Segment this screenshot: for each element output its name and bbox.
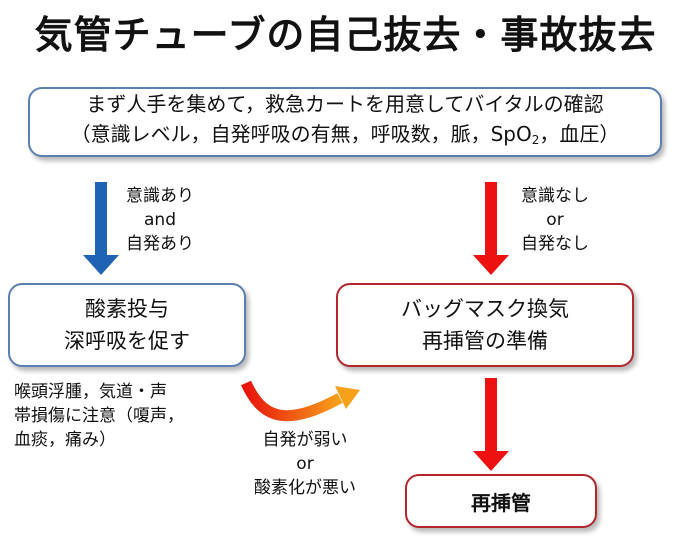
oxygen-therapy-box: 酸素投与 深呼吸を促す (8, 283, 246, 367)
vitals-line: （意識レベル，自発呼吸の有無，呼吸数，脈，SpO2，血圧） (71, 119, 620, 155)
condition-or-line: or (546, 210, 564, 230)
spo2-subscript: 2 (531, 133, 540, 147)
arrow-down-blue (83, 182, 119, 275)
initial-action-box: まず人手を集めて，救急カートを用意してバイタルの確認 （意識レベル，自発呼吸の有… (28, 87, 662, 157)
condition-poor-oxygenation-line: 酸素化が悪い (254, 478, 356, 498)
bag-mask-box: バッグマスク換気 再挿管の準備 (336, 283, 634, 367)
condition-or2-line: or (296, 454, 314, 474)
reintubation-box: 再挿管 (405, 474, 597, 528)
caution-line3: 血痰，痛み） (14, 430, 116, 450)
caution-text: 喉頭浮腫，気道・声 帯損傷に注意（嗄声， 血痰，痛み） (14, 380, 244, 452)
initial-action-line1: まず人手を集めて，救急カートを用意してバイタルの確認 (86, 92, 604, 116)
vitals-text-post: ，血圧） (539, 122, 620, 146)
oxygen-line: 酸素投与 (85, 297, 169, 321)
condition-unconscious-line: 意識なし (521, 186, 589, 206)
condition-and-line: and (144, 210, 176, 230)
arrow-down-red-upper (473, 182, 509, 275)
condition-weak-line: 自発が弱い (262, 430, 348, 450)
condition-spontaneous-line: 自発あり (126, 234, 194, 254)
deep-breath-line: 深呼吸を促す (64, 329, 190, 353)
condition-unconscious-label: 意識なし or 自発なし (505, 184, 605, 256)
bag-mask-line: バッグマスク換気 (401, 297, 569, 321)
condition-no-spontaneous-line: 自発なし (521, 234, 589, 254)
reintubation-prep-line: 再挿管の準備 (422, 329, 548, 353)
caution-line2: 帯損傷に注意（嗄声， (14, 406, 184, 426)
caution-line1: 喉頭浮腫，気道・声 (14, 382, 167, 402)
condition-conscious-label: 意識あり and 自発あり (110, 184, 210, 256)
vitals-text-pre: （意識レベル，自発呼吸の有無，呼吸数，脈，SpO (70, 122, 532, 146)
page-title: 気管チューブの自己抜去・事故抜去 (34, 13, 657, 57)
arrow-curved-gradient (240, 380, 360, 422)
condition-conscious-line: 意識あり (126, 186, 194, 206)
condition-weak-label: 自発が弱い or 酸素化が悪い (240, 428, 370, 500)
arrow-down-red-lower (473, 378, 509, 471)
